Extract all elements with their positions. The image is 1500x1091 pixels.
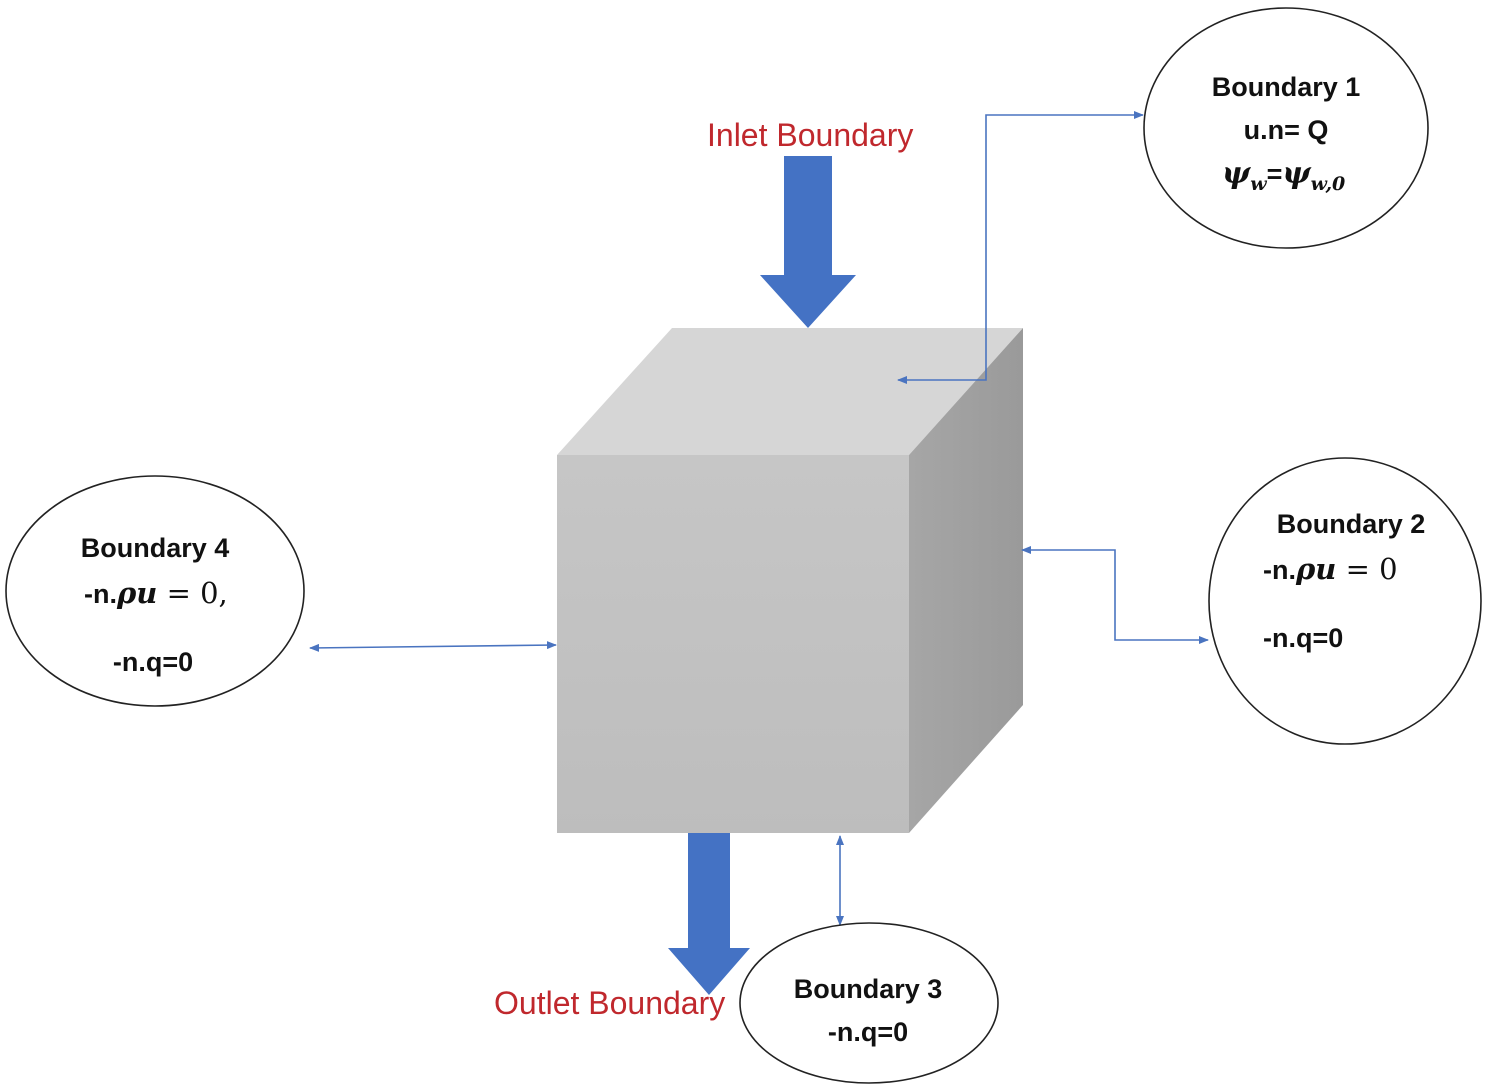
cube-front-face [557,455,909,833]
boundary-1-callout: Boundary 1 u.n= Q ψw=ψw,0 [1143,7,1429,249]
boundary-3-title: Boundary 3 [794,974,943,1004]
connector-boundary-1 [897,111,1144,384]
boundary-1-condition-velocity: u.n= Q [1244,115,1329,145]
boundary-4-callout: Boundary 4 -n.ρu = 0, -n.q=0 [5,475,305,707]
boundary-4-title: Boundary 4 [81,533,230,563]
boundary-2-ellipse [1208,457,1482,745]
inlet-label: Inlet Boundary [707,117,913,153]
cube-side-face [909,328,1023,833]
boundary-2-condition-mass: -n.ρu = 0 [1263,552,1398,586]
boundary-2-callout: Boundary 2 -n.ρu = 0 -n.q=0 [1208,457,1482,745]
boundary-3-callout: Boundary 3 -n.q=0 [739,922,999,1084]
connector-boundary-4 [309,641,557,652]
boundary-1-condition-potential: ψw=ψw,0 [1222,156,1345,195]
psi-rhs: ψ [1282,156,1312,191]
outlet-label: Outlet Boundary [494,985,725,1021]
boundary-1-ellipse [1143,7,1429,249]
boundary-3-condition-heat: -n.q=0 [828,1017,908,1047]
domain-cube [557,328,1023,833]
inlet-flow-arrow [760,156,856,328]
boundary-2-title: Boundary 2 [1277,509,1426,539]
boundary-1-title: Boundary 1 [1212,72,1361,102]
boundary-4-condition-mass: -n.ρu = 0, [84,576,228,610]
boundary-3-ellipse [739,922,999,1084]
connector-boundary-2 [1021,546,1209,644]
boundary-4-ellipse [5,475,305,707]
boundary-4-condition-heat: -n.q=0 [113,647,193,677]
boundary-2-condition-heat: -n.q=0 [1263,623,1343,653]
outlet-flow-arrow [668,833,750,995]
